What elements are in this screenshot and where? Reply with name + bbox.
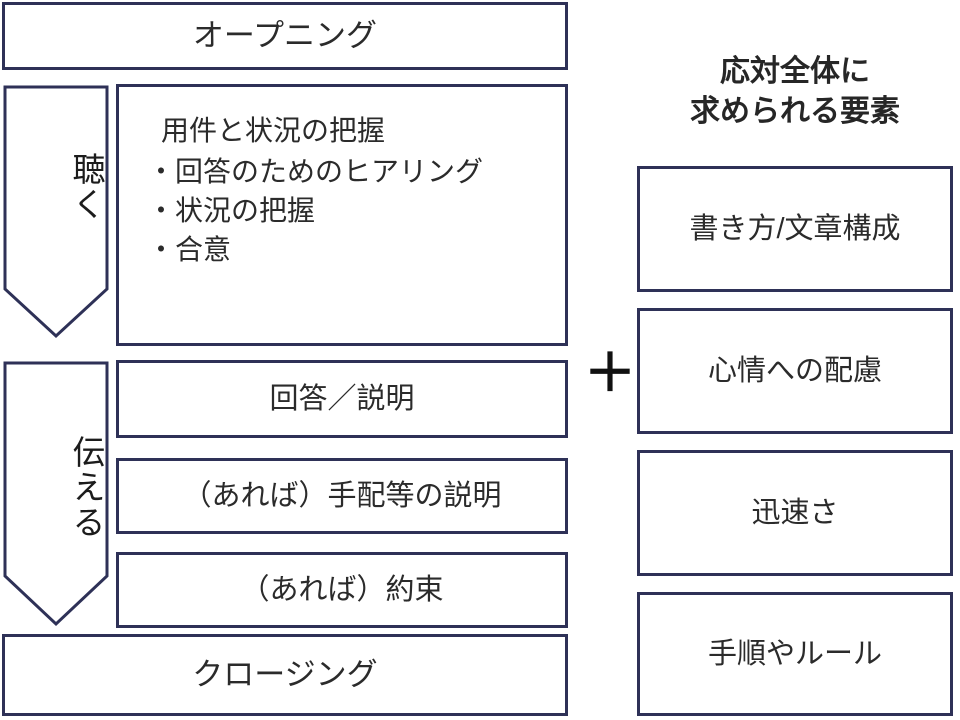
requirement-box-writing-style: 書き方/文章構成 bbox=[637, 166, 953, 292]
closing-box: クロージング bbox=[2, 634, 568, 716]
answer-explanation-box: 回答／説明 bbox=[116, 360, 568, 438]
list-item: ・合意 bbox=[147, 234, 232, 265]
promise-box: （あれば）約束 bbox=[116, 552, 568, 628]
down-arrow-icon bbox=[2, 360, 110, 628]
arrangement-explanation-box: （あれば）手配等の説明 bbox=[116, 458, 568, 534]
listen-content-heading: 用件と状況の把握 bbox=[161, 115, 386, 146]
listen-content-box: 用件と状況の把握 ・回答のためのヒアリング ・状況の把握 ・合意 bbox=[116, 84, 568, 346]
requirements-heading: 応対全体に 求められる要素 bbox=[637, 52, 953, 131]
requirement-box-emotional-consideration: 心情への配慮 bbox=[637, 308, 953, 434]
down-arrow-icon bbox=[2, 84, 110, 340]
requirements-heading-line-1: 応対全体に bbox=[720, 55, 870, 88]
requirements-heading-line-2: 求められる要素 bbox=[690, 94, 900, 128]
list-item: ・状況の把握 bbox=[147, 195, 316, 226]
opening-box: オープニング bbox=[2, 2, 568, 70]
listen-content-list: 用件と状況の把握 ・回答のためのヒアリング ・状況の把握 ・合意 bbox=[147, 113, 483, 271]
tell-stage-arrow: 伝える bbox=[2, 360, 110, 628]
plus-connector-icon: ＋ bbox=[584, 343, 637, 404]
list-item: ・回答のためのヒアリング bbox=[147, 156, 484, 187]
requirement-box-procedures-rules: 手順やルール bbox=[637, 592, 953, 716]
requirement-box-promptness: 迅速さ bbox=[637, 450, 953, 576]
listen-stage-arrow: 聴く bbox=[2, 84, 110, 340]
